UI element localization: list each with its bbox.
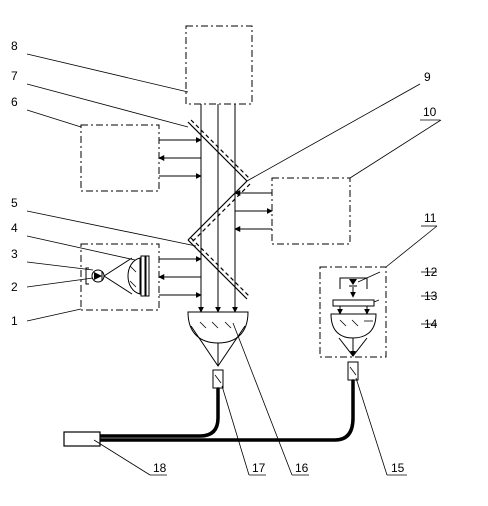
label-15: 15 bbox=[391, 461, 405, 475]
connector-hatch bbox=[349, 366, 357, 376]
label-3: 3 bbox=[11, 247, 18, 261]
leader-lines bbox=[26, 53, 442, 476]
label-1: 1 bbox=[11, 314, 18, 328]
label-17: 17 bbox=[252, 461, 266, 475]
label-13: 13 bbox=[424, 289, 438, 303]
label-2: 2 bbox=[11, 280, 18, 294]
label-8: 8 bbox=[11, 39, 18, 53]
lens-hatch bbox=[129, 265, 137, 273]
label-11: 11 bbox=[424, 211, 437, 225]
module-8-box bbox=[185, 25, 253, 105]
filter-3b bbox=[145, 255, 150, 297]
label-7: 7 bbox=[11, 69, 18, 83]
collimator-lens-4 bbox=[127, 257, 141, 295]
lens-hatch bbox=[339, 319, 347, 327]
mirror-7 bbox=[187, 119, 251, 182]
module-11-box bbox=[319, 266, 387, 358]
mirror-5 bbox=[187, 237, 251, 300]
photodiode-12 bbox=[349, 279, 357, 287]
label-9: 9 bbox=[424, 70, 431, 84]
label-12: 12 bbox=[424, 265, 438, 279]
lens-hatch bbox=[129, 280, 137, 288]
label-18: 18 bbox=[153, 461, 167, 475]
lens-hatch bbox=[199, 321, 207, 329]
label-14: 14 bbox=[424, 317, 438, 331]
label-16: 16 bbox=[295, 461, 309, 475]
mirror-9 bbox=[187, 180, 251, 244]
lens-14 bbox=[330, 313, 377, 339]
lens-hatch bbox=[211, 321, 219, 329]
lens-hatch bbox=[224, 321, 232, 329]
label-10: 10 bbox=[423, 105, 437, 119]
label-5: 5 bbox=[11, 196, 18, 210]
optical-fiber-b bbox=[98, 379, 355, 442]
led-cone bbox=[103, 257, 133, 295]
label-6: 6 bbox=[11, 95, 18, 109]
filter-13 bbox=[332, 299, 375, 307]
module-10-box bbox=[271, 177, 351, 245]
detector-leads bbox=[339, 277, 368, 289]
optical-fiber-a bbox=[98, 387, 220, 438]
module-6-box bbox=[80, 124, 160, 192]
label-4: 4 bbox=[11, 221, 18, 235]
connector-hatch bbox=[214, 374, 222, 384]
filter-3 bbox=[140, 255, 146, 297]
lens-hatch bbox=[351, 319, 359, 327]
led-source-2 bbox=[85, 267, 105, 285]
connector-18 bbox=[63, 431, 101, 447]
